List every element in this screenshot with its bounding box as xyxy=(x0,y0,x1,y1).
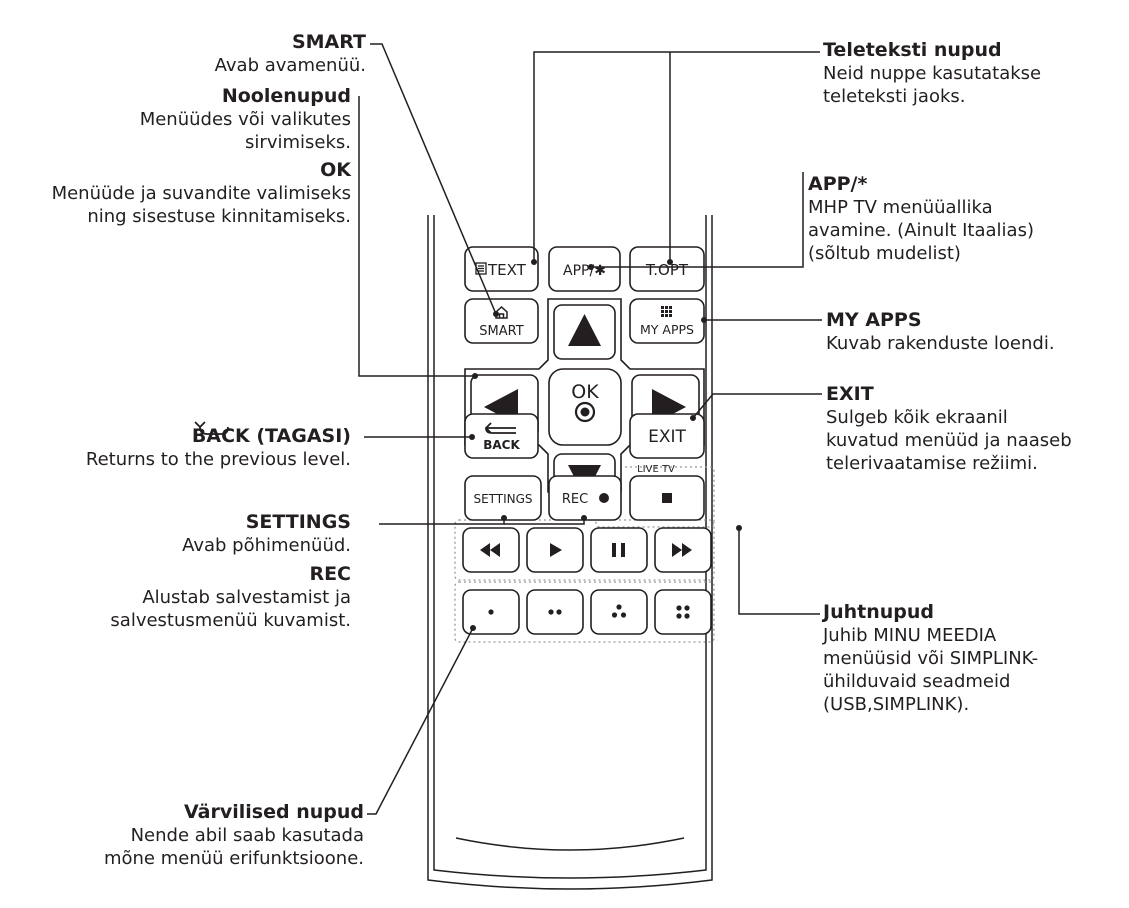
color-buttons-leader xyxy=(367,627,474,815)
four-dots-icon xyxy=(676,605,690,619)
nav-ok-leader xyxy=(358,96,475,377)
smart-annotation: SMART Avab avamenüü. xyxy=(215,30,366,77)
rec-button[interactable]: REC xyxy=(548,475,622,521)
exit-button[interactable]: EXIT xyxy=(629,413,705,459)
noolenupud-annotation: Noolenupud Menüüdes või valikutes sirvim… xyxy=(140,84,351,154)
ok-button[interactable]: OK xyxy=(548,368,622,446)
control-buttons-desc: Juhib MINU MEEDIA menüüsid või SIMPLINK-… xyxy=(823,625,1039,715)
one-dot-icon xyxy=(488,609,494,615)
settings-title: SETTINGS xyxy=(245,511,351,533)
my-apps-button-label: MY APPS xyxy=(640,322,694,337)
live-tv-label: LIVE TV xyxy=(637,464,675,475)
back-annotation-arrow-icon xyxy=(194,421,229,435)
smart-title: SMART xyxy=(291,31,366,53)
color-button-2[interactable] xyxy=(526,589,584,635)
control-buttons-title: Juhtnupud xyxy=(823,601,934,623)
live-tv-button[interactable] xyxy=(629,475,705,521)
text-button[interactable]: TEXT xyxy=(464,246,539,292)
smart-button[interactable]: SMART xyxy=(464,298,539,344)
teletext-leader xyxy=(533,51,820,262)
back-button[interactable]: BACK xyxy=(464,413,539,459)
color-button-4[interactable] xyxy=(654,589,712,635)
rec-annotation: REC Alustab salvestamist ja salvestusmen… xyxy=(110,562,351,632)
app-button-label: APP/✱ xyxy=(563,263,606,279)
pause-icon xyxy=(612,543,625,557)
rec-desc: Alustab salvestamist ja salvestusmenüü k… xyxy=(110,587,351,631)
color-button-1[interactable] xyxy=(462,589,520,635)
rewind-icon xyxy=(480,543,500,557)
settings-desc: Avab põhimenüüd. xyxy=(182,535,351,556)
ok-circle-icon xyxy=(574,401,596,423)
exit-leader xyxy=(692,393,822,419)
play-button[interactable] xyxy=(526,527,584,573)
control-buttons-annotation: Juhtnupud Juhib MINU MEEDIA menüüsid või… xyxy=(823,600,1038,716)
play-icon xyxy=(550,543,562,557)
stop-icon xyxy=(662,493,672,503)
exit-button-label: EXIT xyxy=(648,427,686,447)
leader-dots xyxy=(469,259,742,631)
back-button-label: BACK xyxy=(483,438,520,452)
control-buttons-leader xyxy=(738,528,820,615)
up-arrow-icon xyxy=(568,314,601,346)
ok-title: OK xyxy=(320,159,351,181)
rec-title: REC xyxy=(309,563,351,585)
noolenupud-desc: Menüüdes või valikutes sirvimiseks. xyxy=(139,109,351,153)
fast-forward-button[interactable] xyxy=(654,527,712,573)
two-dots-icon xyxy=(548,609,562,615)
settings-annotation: SETTINGS Avab põhimenüüd. xyxy=(182,510,351,557)
noolenupud-title: Noolenupud xyxy=(221,85,351,107)
my-apps-desc: Kuvab rakenduste loendi. xyxy=(826,333,1055,354)
up-arrow-button[interactable] xyxy=(553,304,616,360)
ok-button-label: OK xyxy=(571,381,599,403)
settings-button[interactable]: SETTINGS xyxy=(464,475,542,521)
smart-leader xyxy=(370,43,497,315)
back-desc: Returns to the previous level. xyxy=(85,449,351,470)
smart-button-label: SMART xyxy=(479,324,523,339)
app-button[interactable]: APP/✱ xyxy=(548,246,621,292)
ok-annotation: OK Menüüde ja suvandite valimiseks ning … xyxy=(52,158,351,228)
rec-dot-icon xyxy=(599,493,609,503)
color-buttons-desc: Nende abil saab kasutada mõne menüü erif… xyxy=(103,825,364,869)
teletext-annotation: Teleteksti nupud Neid nuppe kasutatakse … xyxy=(823,38,1041,108)
app-desc: MHP TV menüüallika avamine. (Ainult Itaa… xyxy=(808,197,1034,264)
teletext-title: Teleteksti nupud xyxy=(823,39,1002,61)
remote-body xyxy=(427,215,713,890)
my-apps-title: MY APPS xyxy=(826,309,922,331)
exit-title: EXIT xyxy=(826,383,874,405)
pause-button[interactable] xyxy=(590,527,648,573)
exit-annotation: EXIT Sulgeb kõik ekraanil kuvatud menüüd… xyxy=(826,382,1072,475)
back-annotation: BACK (TAGASI) Returns to the previous le… xyxy=(86,424,351,471)
my-apps-annotation: MY APPS Kuvab rakenduste loendi. xyxy=(826,308,1055,355)
exit-desc: Sulgeb kõik ekraanil kuvatud menüüd ja n… xyxy=(826,407,1072,474)
app-leader xyxy=(591,172,804,268)
rec-button-label: REC xyxy=(562,492,588,507)
topt-button-label: T.OPT xyxy=(645,261,689,279)
smart-desc: Avab avamenüü. xyxy=(214,55,366,76)
rewind-button[interactable] xyxy=(462,527,520,573)
my-apps-button[interactable]: MY APPS xyxy=(629,298,705,344)
color-buttons-title: Värvilised nupud xyxy=(184,801,364,823)
grid-icon xyxy=(661,306,672,317)
teletext-desc: Neid nuppe kasutatakse teleteksti jaoks. xyxy=(823,63,1042,107)
topt-button[interactable]: T.OPT xyxy=(629,246,705,292)
back-title: BACK (TAGASI) xyxy=(191,425,351,447)
fast-forward-icon xyxy=(672,543,692,557)
app-annotation: APP/* MHP TV menüüallika avamine. (Ainul… xyxy=(808,172,1034,265)
ok-desc: Menüüde ja suvandite valimiseks ning sis… xyxy=(51,183,351,227)
app-title: APP/* xyxy=(808,173,868,195)
color-button-3[interactable] xyxy=(590,589,648,635)
settings-button-label: SETTINGS xyxy=(473,492,532,506)
color-buttons-annotation: Värvilised nupud Nende abil saab kasutad… xyxy=(104,800,364,870)
back-arrow-icon xyxy=(484,422,516,434)
three-dots-icon xyxy=(611,604,627,618)
text-button-label: TEXT xyxy=(487,261,527,279)
